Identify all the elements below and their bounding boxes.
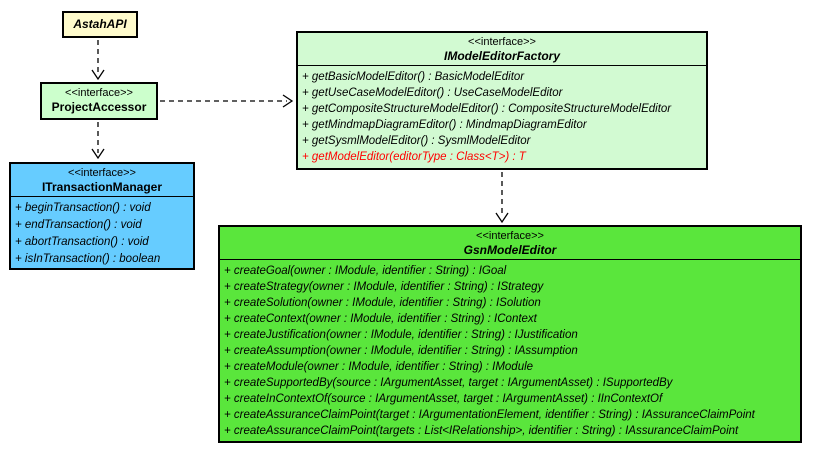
class-name: GsnModelEditor	[463, 243, 557, 257]
class-name: IModelEditorFactory	[443, 49, 560, 63]
uml-class-imodeleditorfactory: <<interface>> IModelEditorFactory + getB…	[296, 31, 708, 170]
class-name: ITransactionManager	[41, 180, 163, 194]
operation-item: + createAssumption(owner : IModule, iden…	[224, 345, 578, 357]
class-operations: + beginTransaction() : void + endTransact…	[11, 196, 193, 270]
dependency-arrow-astahapi-to-projectaccessor	[91, 40, 105, 81]
dependency-arrow-imodeleditorfactory-to-gsnmodeleditor	[495, 172, 509, 224]
class-name: ProjectAccessor	[51, 100, 147, 114]
uml-class-gsnmodeleditor: <<interface>> GsnModelEditor + createGoa…	[218, 225, 802, 443]
operation-item: + createInContextOf(source : IArgumentAs…	[224, 393, 663, 405]
class-name: AstahAPI	[73, 17, 127, 31]
operation-item: + createContext(owner : IModule, identif…	[224, 313, 537, 325]
operation-item: + createSupportedBy(source : IArgumentAs…	[224, 377, 673, 389]
class-header: <<interface>> GsnModelEditor	[220, 227, 800, 259]
operation-item: + getModelEditor(editorType : Class<T>) …	[302, 151, 526, 163]
uml-class-astah-api: AstahAPI	[62, 11, 138, 38]
class-stereotype: <<interface>>	[65, 87, 133, 99]
operation-item: + createSolution(owner : IModule, identi…	[224, 297, 541, 309]
class-stereotype: <<interface>>	[476, 230, 544, 242]
operation-item: + isInTransaction() : boolean	[15, 253, 161, 265]
operation-item: + createModule(owner : IModule, identifi…	[224, 361, 534, 373]
operation-item: + getBasicModelEditor() : BasicModelEdit…	[302, 71, 525, 83]
class-header: <<interface>> ProjectAccessor	[42, 84, 156, 116]
uml-class-itransactionmanager: <<interface>> ITransactionManager + begi…	[9, 162, 195, 270]
dependency-arrow-projectaccessor-to-imodeleditorfactory	[160, 94, 294, 108]
operation-item: + getUseCaseModelEditor() : UseCaseModel…	[302, 87, 563, 99]
class-header: <<interface>> IModelEditorFactory	[298, 33, 706, 65]
class-operations: + createGoal(owner : IModule, identifier…	[220, 259, 800, 441]
class-stereotype: <<interface>>	[468, 36, 536, 48]
class-header: <<interface>> ITransactionManager	[11, 164, 193, 196]
operation-item: + getMindmapDiagramEditor() : MindmapDia…	[302, 119, 587, 131]
uml-class-project-accessor: <<interface>> ProjectAccessor	[40, 82, 158, 120]
operation-item: + createAssuranceClaimPoint(targets : Li…	[224, 425, 739, 437]
operation-item: + abortTransaction() : void	[15, 236, 149, 248]
operation-item: + createStrategy(owner : IModule, identi…	[224, 281, 544, 293]
operation-item: + endTransaction() : void	[15, 219, 142, 231]
operation-item: + getCompositeStructureModelEditor() : C…	[302, 103, 672, 115]
operation-item: + createGoal(owner : IModule, identifier…	[224, 265, 507, 277]
operation-item: + createJustification(owner : IModule, i…	[224, 329, 578, 341]
class-stereotype: <<interface>>	[68, 167, 136, 179]
operation-item: + beginTransaction() : void	[15, 202, 151, 214]
operation-item: + createAssuranceClaimPoint(target : IAr…	[224, 409, 755, 421]
class-operations: + getBasicModelEditor() : BasicModelEdit…	[298, 65, 706, 167]
dependency-arrow-projectaccessor-to-itransactionmanager	[91, 122, 105, 160]
operation-item: + getSysmlModelEditor() : SysmlModelEdit…	[302, 135, 531, 147]
